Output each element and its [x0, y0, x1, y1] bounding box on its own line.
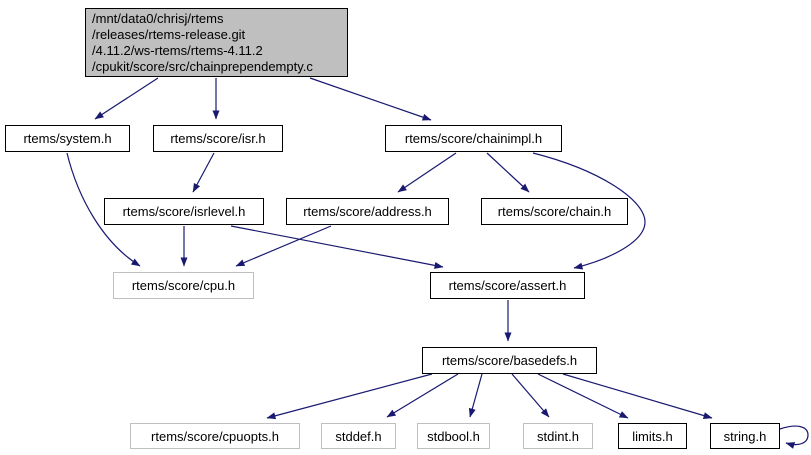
edge-isr-h-to-isrlevel-h [192, 152, 215, 193]
node-stddef-h: stddef.h [321, 423, 396, 449]
node-rtems-score-isr-h[interactable]: rtems/score/isr.h [153, 125, 283, 152]
node-stdint-h: stdint.h [523, 423, 593, 449]
node-root-source-file: /mnt/data0/chrisj/rtems /releases/rtems-… [85, 8, 348, 77]
edge-basedefs-h-to-stdint-h [511, 373, 550, 418]
edge-isrlevel-h-to-assert-h [230, 225, 444, 269]
node-rtems-score-address-h[interactable]: rtems/score/address.h [286, 198, 449, 225]
edge-string-h-self-loop [779, 425, 809, 449]
node-string-h[interactable]: string.h [710, 423, 780, 449]
node-rtems-score-chainimpl-h[interactable]: rtems/score/chainimpl.h [385, 125, 562, 152]
edge-basedefs-h-to-stdbool-h [468, 373, 483, 418]
node-rtems-score-cpuopts-h: rtems/score/cpuopts.h [130, 423, 300, 449]
node-stdbool-h: stdbool.h [417, 423, 490, 449]
edge-chainimpl-h-to-chain-h [486, 152, 530, 193]
node-rtems-score-cpu-h: rtems/score/cpu.h [113, 272, 254, 299]
edge-address-h-to-cpu-h [235, 225, 332, 267]
node-limits-h[interactable]: limits.h [618, 423, 687, 449]
edge-chainimpl-h-to-assert-h [532, 152, 646, 270]
edge-basedefs-h-to-stddef-h [386, 373, 459, 418]
node-rtems-score-basedefs-h[interactable]: rtems/score/basedefs.h [422, 347, 597, 374]
edge-basedefs-h-to-string-h [562, 373, 713, 419]
node-rtems-score-isrlevel-h[interactable]: rtems/score/isrlevel.h [104, 198, 264, 225]
node-rtems-score-chain-h[interactable]: rtems/score/chain.h [481, 198, 628, 225]
node-rtems-system-h[interactable]: rtems/system.h [5, 125, 130, 152]
edge-root-to-system-h [94, 77, 159, 120]
edge-system-h-to-cpu-h [66, 152, 141, 267]
edge-root-to-chainimpl-h [309, 77, 432, 121]
node-rtems-score-assert-h[interactable]: rtems/score/assert.h [430, 272, 585, 299]
edge-basedefs-h-to-limits-h [537, 373, 629, 419]
edge-basedefs-h-to-cpuopts-h [266, 373, 433, 420]
edge-chainimpl-h-to-address-h [397, 152, 457, 193]
